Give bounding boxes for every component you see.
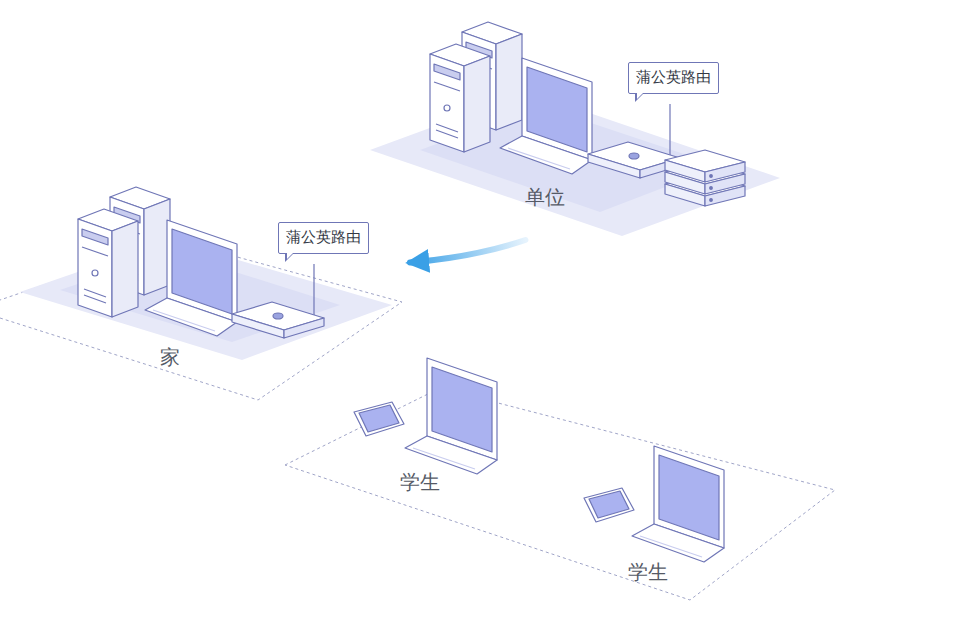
group-label: 学生 (628, 560, 668, 584)
laptop (500, 58, 592, 174)
callout-tail (637, 93, 643, 99)
switch (665, 150, 745, 182)
phone (584, 488, 634, 522)
callout-text: 蒲公英路由 (286, 228, 361, 248)
laptop (632, 446, 724, 562)
callout-text: 蒲公英路由 (636, 68, 711, 88)
callout-tail (287, 253, 293, 259)
server-tower (78, 209, 138, 317)
server-tower (430, 44, 490, 152)
group-label: 学生 (400, 470, 440, 494)
laptop (405, 358, 497, 474)
zone-name: 单位 (525, 185, 565, 209)
flow-arrow (410, 240, 525, 263)
router-callout: 蒲公英路由 (278, 222, 369, 254)
phone (354, 402, 404, 436)
laptop (145, 220, 237, 336)
zone-name: 家 (160, 345, 180, 369)
student-dashed-outline (285, 388, 835, 600)
office-zone: 单位 蒲公英路由 (370, 55, 790, 240)
router (232, 264, 324, 338)
home-zone: 家 蒲公英路由 (0, 215, 410, 405)
router-callout: 蒲公英路由 (628, 62, 719, 94)
